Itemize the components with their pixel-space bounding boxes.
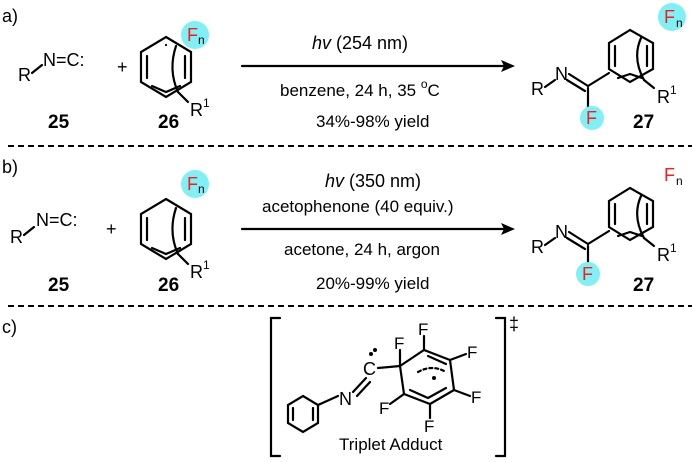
panel-a: a) R N=C: 25 + F n R 1 26 [2,3,686,133]
panel-a-fn-label: F [187,25,198,45]
panel-b-product-ring [607,186,655,242]
panel-a-arrow: hv (254 nm) benzene, 24 h, 35 oC 34%-98%… [240,33,515,131]
fluorine-1: F [394,334,404,353]
panel-a-fn-index: n [198,33,205,47]
svg-text:hv (254 nm): hv (254 nm) [312,33,408,53]
panel-b-product-r1: R [657,245,670,265]
panel-a-product-ring [607,28,655,84]
panel-b-hv: hv [325,171,345,191]
panel-a-product-f: F [586,108,597,128]
panel-b-r1-label: R [190,262,203,282]
right-bracket [494,316,507,458]
panel-b-compound-26: 26 [158,275,179,296]
panel-a-substituent-wave [171,44,180,94]
panel-a-arrow-head [501,60,515,72]
adduct-n: N [339,389,352,409]
radical-dot [432,376,436,380]
panel-a-product-fn: F [664,7,675,27]
panel-a-fn-highlight [181,21,209,49]
panel-b-r1-index: 1 [203,258,210,272]
panel-a-arene-ring [139,35,193,99]
fluorine-2: F [418,320,428,339]
panel-a-isocyanide: R N=C: [18,50,85,85]
panel-a-plus: + [117,57,128,77]
panel-a-compound-25: 25 [48,112,70,133]
panel-b-fn-label: F [187,174,198,194]
panel-a-hv: hv [312,33,332,53]
panel-b: b) R N=C: 25 + F n R 1 26 hv (350 nm) [2,157,683,296]
panel-b-product-r1-index: 1 [670,241,677,255]
panel-b-product: R N F F n R 1 [531,165,683,286]
panel-b-label: b) [2,157,18,177]
panel-a-product-r1-index: 1 [670,83,677,97]
panel-a-product-r1: R [657,87,670,107]
svg-text:benzene, 24 h, 35 oC: benzene, 24 h, 35 oC [280,77,440,100]
panel-a-isocyanide-r: R [18,65,31,85]
panel-a-compound-26: 26 [158,112,179,133]
panel-c-label: c) [2,317,17,337]
panel-b-isocyanide: R N=C: [10,210,78,247]
double-dagger: ‡ [509,314,519,334]
fluorine-3: F [467,343,477,362]
panel-a-r1-index: 1 [203,96,210,110]
panel-a-product-r: R [531,79,544,99]
panel-b-fluoroarene: F n R 1 [139,170,210,282]
panel-b-product-fn: F [664,165,675,185]
panel-a-yield: 34%-98% yield [316,112,429,131]
panel-b-product-r: R [531,237,544,257]
panel-a-product-fn-highlight [658,3,686,31]
left-bracket [269,316,282,458]
panel-a-label: a) [2,6,18,26]
svg-text:hv (350 nm): hv (350 nm) [325,171,421,191]
panel-b-yield: 20%-99% yield [316,274,429,293]
fluorine-6: F [379,399,389,418]
panel-a-compound-27: 27 [633,112,654,133]
panel-a-degree: o [421,77,428,91]
panel-a-temp-unit: C [428,81,440,100]
panel-b-product-fn-index: n [676,174,683,188]
carbene-dot-1 [369,352,373,356]
cyclohexadienyl-ring [388,334,472,420]
triplet-adduct-caption: Triplet Adduct [339,435,443,454]
panel-a-product: R N F F n R 1 [531,3,686,130]
fluorine-5: F [424,417,434,436]
phenyl-ring [286,394,340,434]
panel-a-product-f-highlight [580,106,604,130]
panel-b-compound-25: 25 [48,275,70,296]
panel-b-isocyanide-r: R [10,227,23,247]
panel-a-isocyanide-bond [30,63,44,75]
panel-a-product-fn-index: n [676,16,683,30]
panel-a-isocyanide-group: N=C: [43,50,85,70]
panel-b-fn-highlight [181,170,209,198]
panel-b-arrow: hv (350 nm) acetophenone (40 equiv.) ace… [240,171,515,293]
panel-a-wavelength: (254 nm) [331,33,408,53]
panel-b-isocyanide-group: N=C: [36,210,78,230]
fluorine-4: F [471,388,481,407]
panel-c: c) ‡ N C [2,314,519,458]
panel-b-arene-ring [139,197,193,261]
panel-b-conditions: acetone, 24 h, argon [284,240,440,259]
panel-b-arrow-head [501,223,515,235]
panel-a-conditions: benzene, 24 h, 35 [280,81,421,100]
panel-b-wavelength: (350 nm) [344,171,421,191]
panel-b-plus: + [106,219,117,239]
panel-b-product-f: F [582,264,593,284]
panel-b-product-n: N [555,222,568,242]
panel-b-product-f-highlight [576,262,600,286]
panel-a-fluoroarene: F n R 1 [139,21,210,120]
panel-a-r1-label: R [190,100,203,120]
panel-b-fn-index: n [198,182,205,196]
panel-a-product-n: N [555,64,568,84]
panel-b-sensitizer: acetophenone (40 equiv.) [262,197,454,216]
carbene-dot-2 [373,348,377,352]
adduct-c: C [363,359,376,379]
panel-b-compound-27: 27 [633,275,654,296]
